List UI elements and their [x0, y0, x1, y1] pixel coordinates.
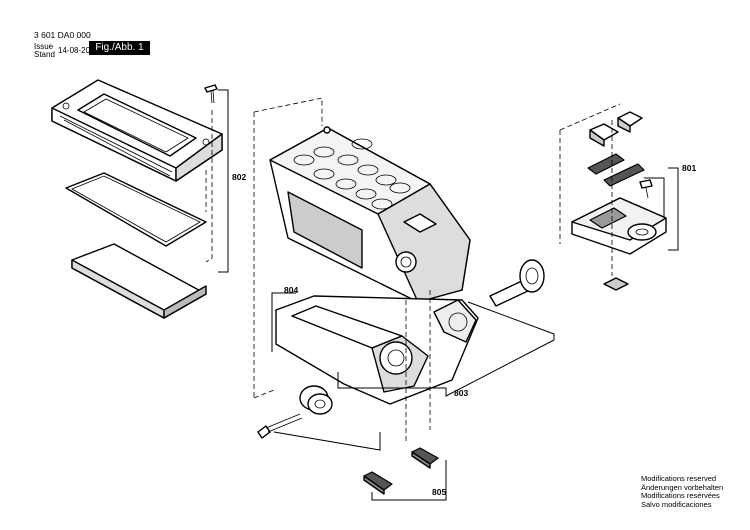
bracket-803	[337, 339, 555, 397]
callout-805: 805	[432, 487, 446, 497]
part-801-small-cap	[603, 277, 629, 291]
callout-804: 804	[284, 285, 298, 295]
figure-label: Fig./Abb. 1	[89, 41, 150, 55]
part-802-cover-frame	[51, 79, 223, 182]
callout-801: 801	[682, 163, 696, 173]
part-801-blocks	[589, 111, 643, 147]
part-804-bracket	[275, 295, 479, 405]
part-805-foot-2	[411, 447, 439, 469]
bracket-805	[371, 460, 447, 501]
modifications-note-en: Modifications reserved	[641, 474, 717, 483]
modifications-note-es: Salvo modificaciones	[641, 499, 712, 509]
leader-804	[271, 292, 296, 352]
modifications-note-de: Änderungen vorbehalten	[641, 482, 724, 492]
bracket-802	[218, 89, 229, 273]
bracket-801	[668, 167, 679, 251]
issue-date: 14-08-20	[58, 46, 91, 55]
part-801-screw	[639, 179, 653, 199]
part-801-base-plate	[571, 197, 667, 255]
part-rotary-knob-left	[299, 385, 333, 415]
part-801-bar	[587, 153, 645, 187]
part-rotary-knob-right	[489, 259, 545, 307]
part-802-gasket	[65, 172, 207, 247]
part-screw-long	[257, 413, 303, 439]
part-805-foot-1	[363, 471, 393, 495]
part-housing	[269, 126, 471, 303]
modifications-note-fr: Modifications resérvées	[641, 491, 720, 500]
cell-holes	[293, 138, 411, 210]
callout-803: 803	[454, 388, 468, 398]
part-802-plate	[71, 243, 207, 319]
issue-label: Issue	[34, 42, 54, 51]
document-number: 3 601 DA0 000	[34, 30, 91, 40]
stand-label: Stand	[34, 50, 55, 59]
callout-802: 802	[232, 172, 246, 182]
part-802-screw	[204, 84, 218, 104]
